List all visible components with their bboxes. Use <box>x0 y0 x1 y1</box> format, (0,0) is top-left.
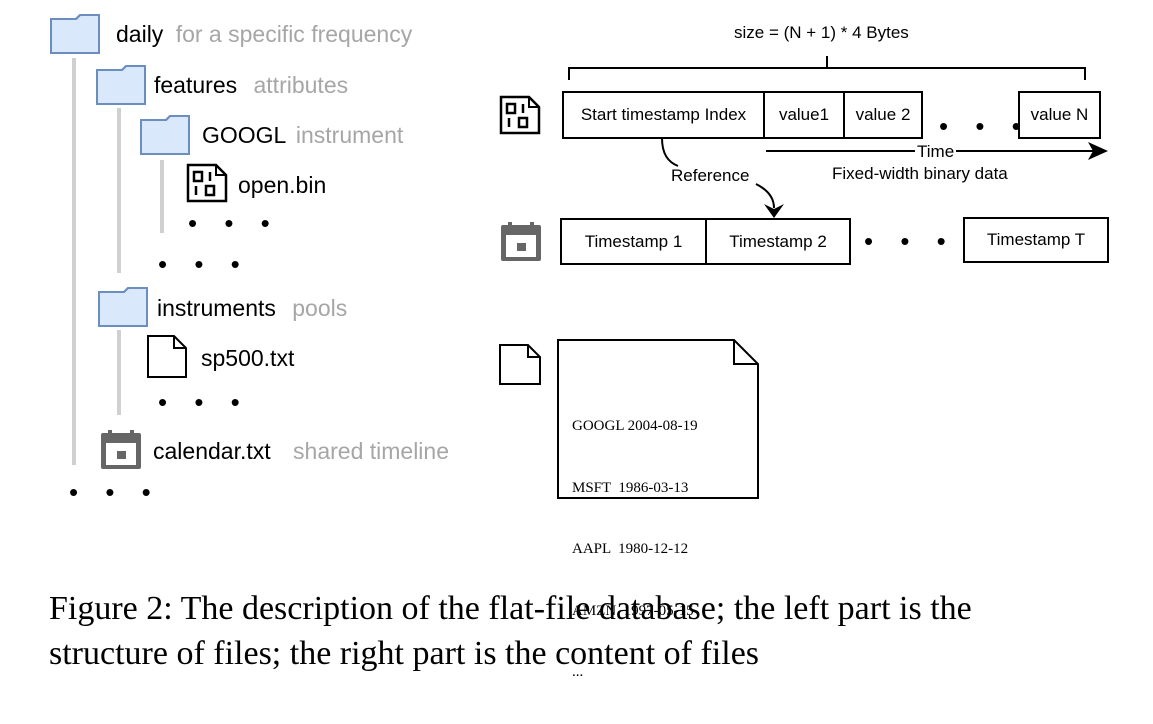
ellipsis-timestamps: • • • <box>864 226 956 256</box>
value-cell: value1 <box>763 91 845 139</box>
ellipsis-googl: • • • <box>188 208 280 238</box>
folder-note: attributes <box>253 72 349 98</box>
ellipsis-instruments: • • • <box>158 387 250 417</box>
ellipsis-features: • • • <box>158 249 250 279</box>
tree-line-googl <box>160 160 164 233</box>
tree-item-daily[interactable]: daily for a specific frequency <box>116 21 412 48</box>
folder-note: instrument <box>295 122 404 148</box>
folder-name: daily <box>116 21 164 47</box>
tree-line-features <box>117 108 121 273</box>
text-file-icon <box>498 343 542 386</box>
folder-note: for a specific frequency <box>175 21 413 47</box>
timestamp-cell: Timestamp T <box>963 217 1109 263</box>
figure-caption: Figure 2: The description of the flat-fi… <box>49 586 1149 676</box>
ellipsis-daily: • • • <box>69 477 161 507</box>
file-line: MSFT 1986-03-13 <box>572 479 689 496</box>
file-note: shared timeline <box>293 438 449 464</box>
file-line: AMZN 1997-05-15 <box>572 602 694 619</box>
value-cell: value 2 <box>843 91 923 139</box>
tree-line-instruments <box>117 330 121 415</box>
folder-name: features <box>154 72 238 98</box>
time-label: Time <box>915 142 957 162</box>
tree-item-instruments[interactable]: instruments pools <box>157 295 347 322</box>
folder-note: pools <box>292 295 348 321</box>
binary-file-icon <box>186 163 228 203</box>
file-name: calendar.txt <box>153 438 271 464</box>
reference-label: Reference <box>671 166 750 185</box>
start-timestamp-index-cell: Start timestamp Index <box>562 91 765 139</box>
timestamp-cell: Timestamp 1 <box>560 218 707 265</box>
tree-item-googl[interactable]: GOOGL instrument <box>202 122 403 149</box>
value-cell: value N <box>1018 91 1101 139</box>
fixed-width-label: Fixed-width binary data <box>832 164 1008 183</box>
file-line: ... <box>572 664 584 680</box>
binary-file-icon <box>499 95 541 135</box>
caption-line: structure of files; the right part is th… <box>49 635 760 672</box>
reference-arrow <box>661 137 784 218</box>
folder-icon <box>50 12 100 54</box>
size-bracket <box>568 56 1086 80</box>
timestamp-cell: Timestamp 2 <box>705 218 851 265</box>
folder-name: instruments <box>157 295 276 321</box>
caption-line: Figure 2: The description of the flat-fi… <box>49 590 972 627</box>
folder-name: GOOGL <box>202 122 286 148</box>
folder-icon <box>140 113 190 155</box>
calendar-icon <box>99 429 143 471</box>
calendar-icon <box>499 221 543 263</box>
ellipsis-values: • • • <box>939 111 1031 141</box>
tree-item-features[interactable]: features attributes <box>154 72 348 99</box>
folder-icon <box>96 63 146 105</box>
instruments-file-sheet: GOOGL 2004-08-19 MSFT 1986-03-13 AAPL 19… <box>556 338 760 680</box>
folder-icon <box>98 285 148 327</box>
tree-item-calendar[interactable]: calendar.txt shared timeline <box>153 438 449 465</box>
file-line: GOOGL 2004-08-19 <box>572 418 698 434</box>
file-line: AAPL 1980-12-12 <box>572 541 689 557</box>
size-label: size = (N + 1) * 4 Bytes <box>734 23 909 42</box>
file-lines: GOOGL 2004-08-19 MSFT 1986-03-13 AAPL 19… <box>572 375 698 724</box>
tree-line-daily <box>72 58 76 465</box>
tree-item-open-bin[interactable]: open.bin <box>238 172 327 198</box>
tree-item-sp500[interactable]: sp500.txt <box>201 345 295 371</box>
text-file-icon <box>146 334 188 379</box>
